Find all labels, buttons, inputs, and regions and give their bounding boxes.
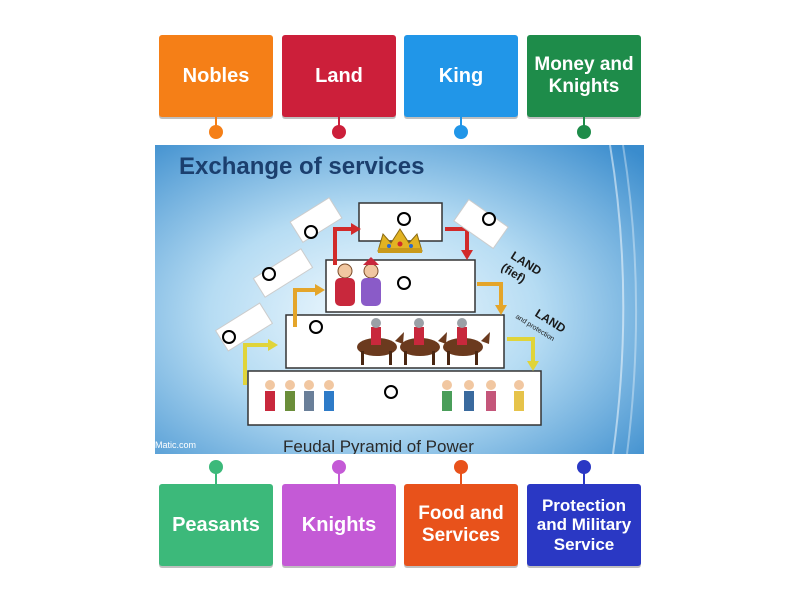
tile-land[interactable]: Land [282,35,396,117]
connector-dot [209,460,223,474]
arrow-icon [351,223,361,235]
connector-line [583,472,585,484]
tile-label: Money and Knights [534,54,634,97]
drop-target-king[interactable] [397,212,411,226]
tile-label: Peasants [172,513,260,536]
drop-target-top-right[interactable] [482,212,496,226]
tile-peasants[interactable]: Peasants [159,484,273,566]
tile-label: Knights [301,513,377,536]
drop-target-lower-left[interactable] [222,330,236,344]
crown-icon [377,228,423,253]
tile-protection-and-military-service[interactable]: Protection and Military Service [527,484,641,566]
connector-dot [577,460,591,474]
arrow-icon [315,284,325,296]
drop-target-knights[interactable] [309,320,323,334]
arrow-icon [527,361,539,371]
tile-label: King [438,64,484,87]
connector-dot [577,125,591,139]
arrow-icon [268,339,278,351]
arrow-icon [495,305,507,315]
connector-dot [454,460,468,474]
drop-target-peasants[interactable] [384,385,398,399]
arrow-icon [461,250,473,260]
connector-dot [332,125,346,139]
slide-title: Exchange of services [179,153,424,180]
nobles-figures-icon [335,257,381,306]
connector-line [583,117,585,129]
connector-line [460,472,462,484]
connector-line [338,117,340,129]
connector-line [215,117,217,129]
connector-line [338,472,340,484]
connector-line [215,472,217,484]
slide-swoosh [622,145,638,454]
connector-dot [209,125,223,139]
watermark: Matic.com [155,440,196,450]
tile-label: Nobles [182,64,250,87]
tile-money-and-knights[interactable]: Money and Knights [527,35,641,117]
tile-label: Food and Services [418,503,504,546]
tile-food-and-services[interactable]: Food and Services [404,484,518,566]
slide-swoosh [609,145,625,454]
diagram-image: Exchange of services [155,145,644,454]
tile-knights[interactable]: Knights [282,484,396,566]
knights-on-horses-icon [357,318,490,365]
connector-line [460,117,462,129]
connector-dot [332,460,346,474]
drop-target-mid-left[interactable] [262,267,276,281]
slide-caption: Feudal Pyramid of Power [283,437,474,454]
drop-target-nobles[interactable] [397,276,411,290]
peasants-figures-icon [265,380,524,411]
tile-nobles[interactable]: Nobles [159,35,273,117]
feudal-pyramid-slide: Exchange of services [155,145,644,454]
empty-label-slot [252,248,314,298]
tile-king[interactable]: King [404,35,518,117]
connector-dot [454,125,468,139]
tile-label: Protection and Military Service [536,495,632,554]
drop-target-top-left[interactable] [304,225,318,239]
tile-label: Land [315,64,363,87]
empty-label-slot [289,196,343,244]
